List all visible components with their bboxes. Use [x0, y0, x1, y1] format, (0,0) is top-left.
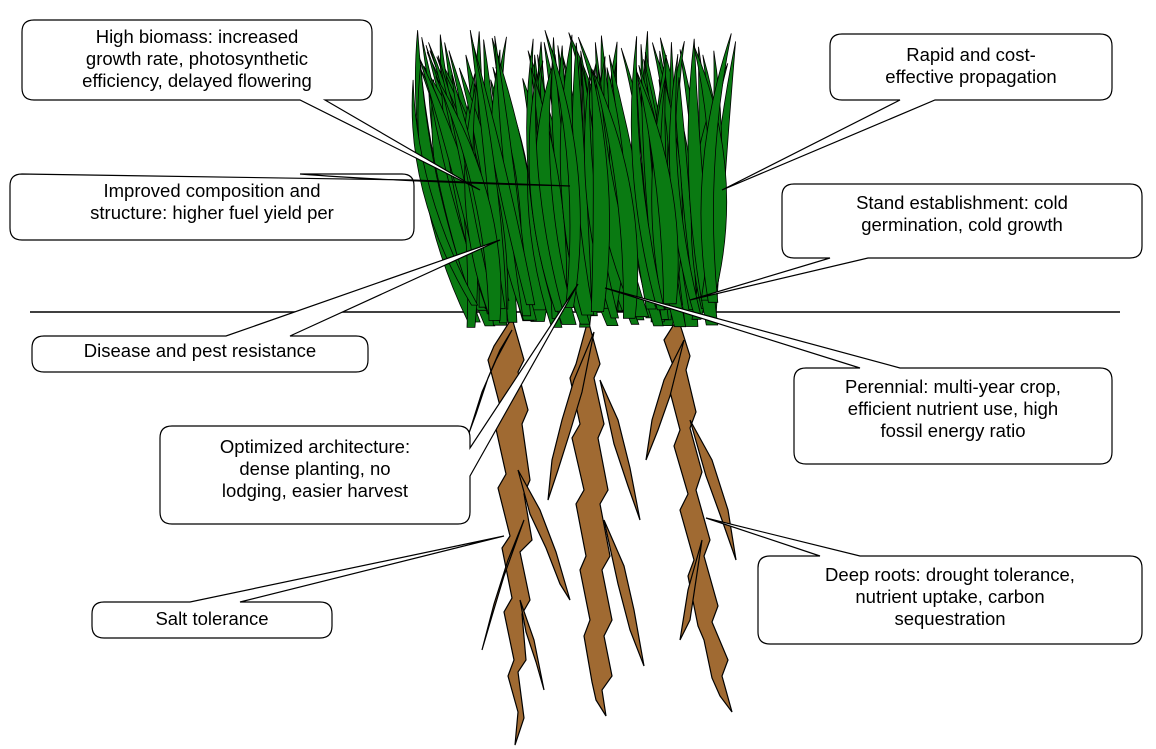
callout-line: High biomass: increased — [82, 26, 312, 48]
callout-roots-text: Deep roots: drought tolerance, nutrient … — [760, 560, 1140, 642]
callout-perennial-text: Perennial: multi-year crop, efficient nu… — [796, 372, 1110, 462]
callout-salt-text: Salt tolerance — [94, 604, 330, 636]
callout-line: growth rate, photosynthetic — [82, 48, 312, 70]
callout-disease-text: Disease and pest resistance — [34, 336, 366, 370]
callout-line: effective propagation — [885, 66, 1056, 88]
callout-stand-text: Stand establishment: cold germination, c… — [784, 188, 1140, 256]
callout-high-biomass-text: High biomass: increased growth rate, pho… — [24, 22, 370, 98]
callout-line: fossil energy ratio — [845, 420, 1061, 442]
callout-propagation-text: Rapid and cost- effective propagation — [832, 40, 1110, 98]
roots — [454, 318, 736, 745]
callout-composition-text: Improved composition and structure: high… — [12, 176, 412, 238]
callout-line: dense planting, no — [220, 458, 410, 480]
callout-line: nutrient uptake, carbon — [825, 586, 1075, 608]
callout-line: Deep roots: drought tolerance, — [825, 564, 1075, 586]
root-left — [488, 318, 532, 745]
callout-line: Salt tolerance — [155, 608, 268, 630]
callout-line: structure: higher fuel yield per — [90, 202, 334, 224]
callout-line: lodging, easier harvest — [220, 480, 410, 502]
callout-line: Improved composition and — [90, 180, 334, 202]
callout-line: Stand establishment: cold — [856, 192, 1068, 214]
callout-line: efficiency, delayed flowering — [82, 70, 312, 92]
callout-line: Perennial: multi-year crop, — [845, 376, 1061, 398]
callout-line: germination, cold growth — [856, 214, 1068, 236]
callout-line: sequestration — [825, 608, 1075, 630]
callout-architecture-text: Optimized architecture: dense planting, … — [162, 432, 468, 522]
callout-line: Rapid and cost- — [885, 44, 1056, 66]
callout-line: Disease and pest resistance — [84, 340, 316, 362]
callout-line: efficient nutrient use, high — [845, 398, 1061, 420]
callout-line: Optimized architecture: — [220, 436, 410, 458]
